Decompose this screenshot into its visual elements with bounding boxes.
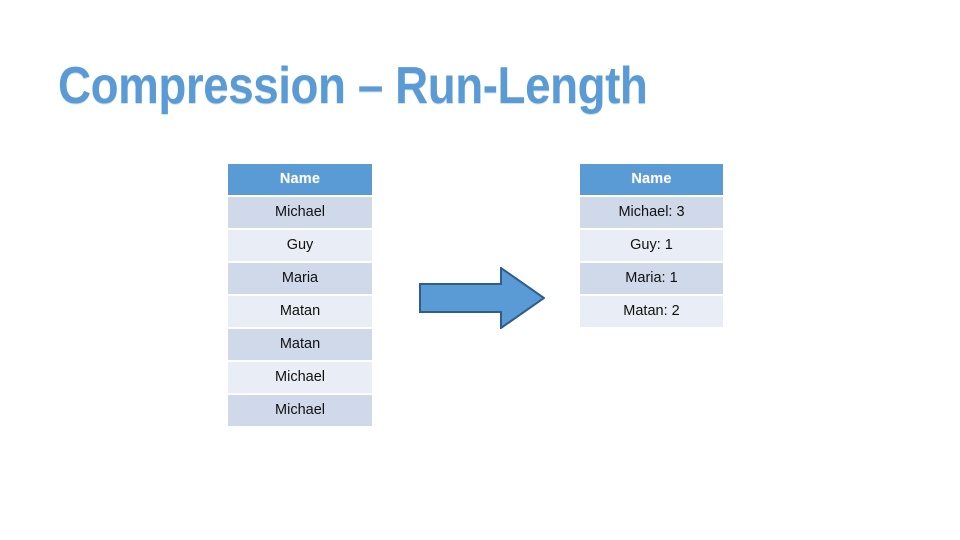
table-row: Michael: [228, 197, 372, 228]
table-row: Michael: [228, 362, 372, 393]
run-length-encoded-name-table: Name Michael: 3 Guy: 1 Maria: 1 Matan: 2: [580, 164, 723, 327]
table-row: Michael: 3: [580, 197, 723, 228]
table-row: Maria: 1: [580, 263, 723, 294]
table-header-cell: Name: [580, 164, 723, 195]
table-header-cell: Name: [228, 164, 372, 195]
table-row: Matan: [228, 329, 372, 360]
uncompressed-name-table: Name Michael Guy Maria Matan Matan Micha…: [228, 164, 372, 426]
table-row: Matan: [228, 296, 372, 327]
page-title: Compression – Run-Length: [58, 57, 648, 115]
table-row: Matan: 2: [580, 296, 723, 327]
table-row: Maria: [228, 263, 372, 294]
table-row: Guy: [228, 230, 372, 261]
table-row: Guy: 1: [580, 230, 723, 261]
right-block-arrow-icon: [419, 266, 546, 330]
table-row: Michael: [228, 395, 372, 426]
